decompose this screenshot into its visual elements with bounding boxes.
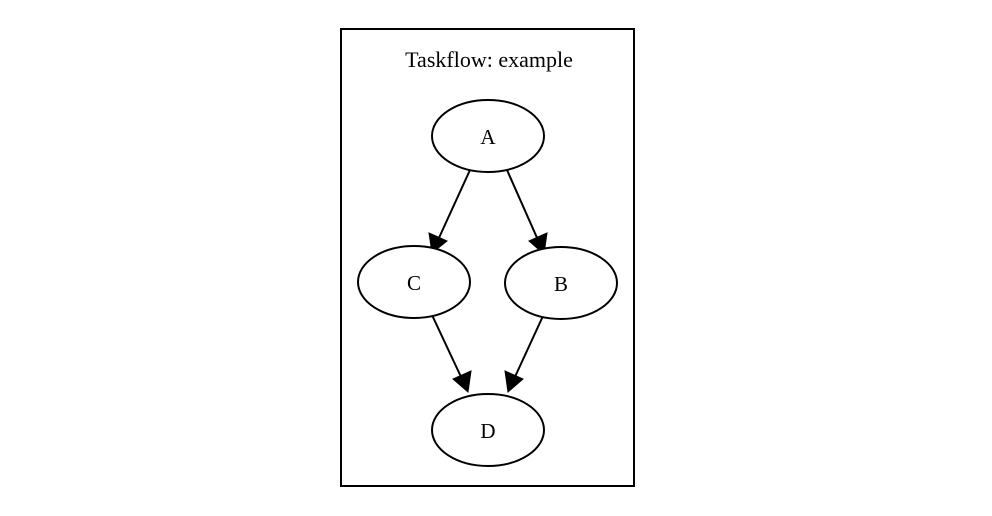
edge-a-to-b bbox=[506, 169, 548, 255]
edge-line bbox=[437, 169, 471, 241]
edge-line bbox=[431, 314, 463, 380]
node-shape[interactable] bbox=[357, 245, 471, 319]
node-c[interactable]: C bbox=[357, 245, 471, 319]
edges-layer bbox=[428, 169, 548, 393]
node-label: A bbox=[480, 125, 496, 149]
nodes-layer: A C B D bbox=[357, 99, 618, 467]
node-shape[interactable] bbox=[431, 99, 545, 173]
arrowhead-icon bbox=[504, 370, 524, 393]
edge-line bbox=[506, 169, 539, 241]
node-label: C bbox=[407, 271, 421, 295]
edge-b-to-d bbox=[504, 315, 544, 393]
cluster-border bbox=[340, 28, 635, 487]
node-label: D bbox=[480, 419, 495, 443]
node-label: B bbox=[554, 272, 568, 296]
edge-a-to-c bbox=[428, 169, 471, 254]
node-b[interactable]: B bbox=[504, 246, 618, 320]
cluster-title: Taskflow: example bbox=[405, 47, 573, 72]
edge-line bbox=[513, 315, 544, 380]
arrowhead-icon bbox=[452, 370, 472, 393]
node-shape[interactable] bbox=[504, 246, 618, 320]
edge-c-to-d bbox=[431, 314, 472, 393]
node-a[interactable]: A bbox=[431, 99, 545, 173]
node-shape[interactable] bbox=[431, 393, 545, 467]
node-d[interactable]: D bbox=[431, 393, 545, 467]
